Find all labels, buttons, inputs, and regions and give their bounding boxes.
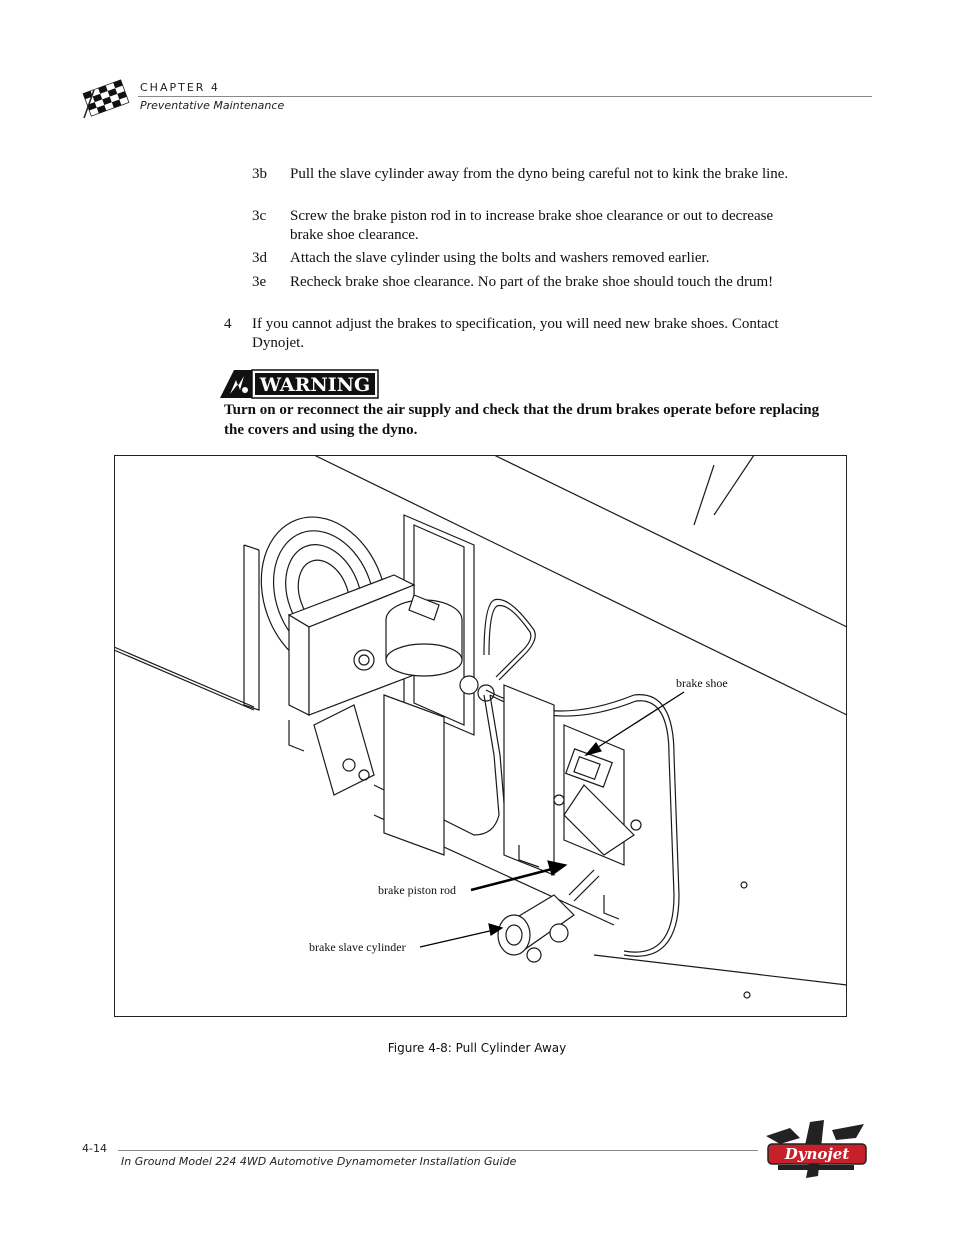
step-number: 4 bbox=[224, 316, 232, 332]
checkered-flag-icon bbox=[82, 79, 130, 119]
figure-caption: Figure 4-8: Pull Cylinder Away bbox=[387, 1041, 567, 1055]
lightning-hand-icon bbox=[230, 376, 248, 394]
dynojet-logo-text: Dynojet bbox=[784, 1145, 850, 1163]
step-text: Attach the slave cylinder using the bolt… bbox=[290, 250, 710, 266]
chapter-label: CHAPTER 4 bbox=[140, 81, 220, 94]
step-number: 3c bbox=[252, 208, 267, 224]
dynojet-logo: Dynojet bbox=[766, 1120, 867, 1178]
callout-brake-shoe: brake shoe bbox=[676, 676, 728, 690]
figure-frame bbox=[114, 455, 847, 1017]
step-number: 3d bbox=[252, 250, 267, 266]
page-number: 4-14 bbox=[82, 1142, 107, 1155]
warning-badge-label: WARNING bbox=[259, 374, 371, 396]
step-text: Screw the brake piston rod in to increas… bbox=[290, 208, 774, 243]
footer-title: In Ground Model 224 4WD Automotive Dynam… bbox=[121, 1155, 517, 1168]
step-text: Recheck brake shoe clearance. No part of… bbox=[290, 274, 774, 290]
step-text: If you cannot adjust the brakes to speci… bbox=[252, 316, 779, 351]
brake-assembly-illustration bbox=[114, 455, 847, 999]
callout-brake-piston-rod: brake piston rod bbox=[378, 883, 456, 897]
warning-text: Turn on or reconnect the air supply and … bbox=[224, 402, 820, 438]
header-rule bbox=[138, 96, 872, 97]
step-text: Pull the slave cylinder away from the dy… bbox=[290, 166, 789, 182]
warning-badge: WARNING bbox=[220, 369, 379, 399]
step-number: 3b bbox=[252, 166, 267, 182]
callout-brake-slave-cylinder: brake slave cylinder bbox=[309, 940, 406, 954]
footer-rule bbox=[118, 1150, 758, 1151]
section-title: Preventative Maintenance bbox=[140, 99, 285, 112]
step-number: 3e bbox=[252, 274, 267, 290]
